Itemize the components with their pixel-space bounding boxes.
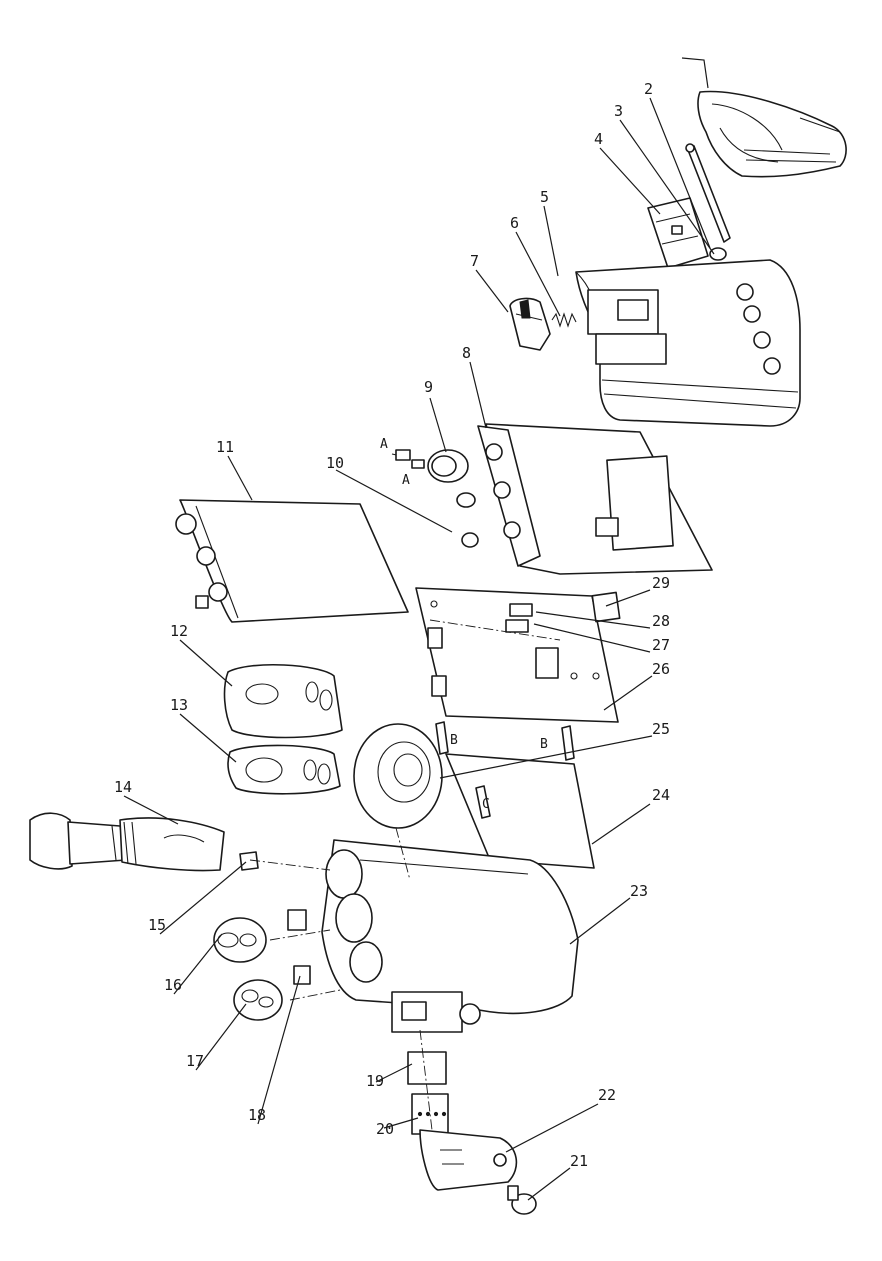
callout-14: 14 (114, 778, 132, 796)
mark-a-upper: A (380, 437, 388, 452)
part-18-bushing-lower (294, 966, 310, 984)
part-20-contact-strip (412, 1094, 448, 1134)
callout-23: 23 (630, 882, 648, 900)
part-23-main-body (322, 840, 578, 1032)
part-12-keypad-frame (225, 665, 342, 738)
callout-7: 7 (470, 252, 479, 270)
callout-20: 20 (376, 1120, 394, 1138)
part-8-front-panel (478, 424, 712, 574)
callout-6: 6 (510, 214, 519, 232)
callout-11: 11 (216, 438, 234, 456)
part-25-speaker (354, 724, 442, 828)
callout-19: 19 (366, 1072, 384, 1090)
part-19-connector (408, 1052, 446, 1084)
callout-15: 15 (148, 916, 166, 934)
callout-28: 28 (652, 612, 670, 630)
part-10-washer-upper (457, 493, 475, 507)
callout-24: 24 (652, 786, 670, 804)
assembly-screw-b-right (562, 726, 574, 760)
part-7-latch (510, 299, 550, 350)
callout-25: 25 (652, 720, 670, 738)
callout-9: 9 (424, 378, 433, 396)
part-3-ring (710, 248, 726, 260)
part-11-battery-pack (176, 500, 408, 622)
callout-4: 4 (594, 130, 603, 148)
part-18-bushing-upper (288, 910, 306, 930)
callout-13: 13 (170, 696, 188, 714)
callout-27: 27 (652, 636, 670, 654)
mark-a-lower: A (402, 473, 410, 488)
assembly-screws-a (392, 450, 424, 468)
callout-22: 22 (598, 1086, 616, 1104)
callout-8: 8 (462, 344, 471, 362)
callout-12: 12 (170, 622, 188, 640)
mark-b-left: B (450, 733, 458, 748)
assembly-screw-b-left (436, 722, 448, 754)
callout-10: 10 (326, 454, 344, 472)
part-17-knob (234, 980, 282, 1020)
mark-c: C (482, 797, 490, 812)
part-10-washer-lower (462, 533, 478, 547)
part-9-knob (428, 450, 468, 482)
callout-18: 18 (248, 1106, 266, 1124)
part-5-housing (576, 260, 800, 426)
part-13-keypad (228, 745, 340, 793)
part-22-cover (420, 1130, 516, 1190)
callout-3: 3 (614, 102, 623, 120)
part-24-plate (446, 754, 594, 868)
callout-5: 5 (540, 188, 549, 206)
part-top-clip (698, 92, 846, 177)
part-16-knob (214, 918, 266, 962)
part-14-antenna (30, 813, 224, 870)
part-29-component (592, 592, 619, 621)
part-6-spring (552, 314, 576, 326)
callout-29: 29 (652, 574, 670, 592)
part-21-screw (508, 1186, 536, 1214)
part-26-circuit-board (416, 588, 618, 722)
callout-17: 17 (186, 1052, 204, 1070)
mark-b-right: B (540, 737, 548, 752)
callout-26: 26 (652, 660, 670, 678)
callout-21: 21 (570, 1152, 588, 1170)
callout-2: 2 (644, 80, 653, 98)
callout-16: 16 (164, 976, 182, 994)
